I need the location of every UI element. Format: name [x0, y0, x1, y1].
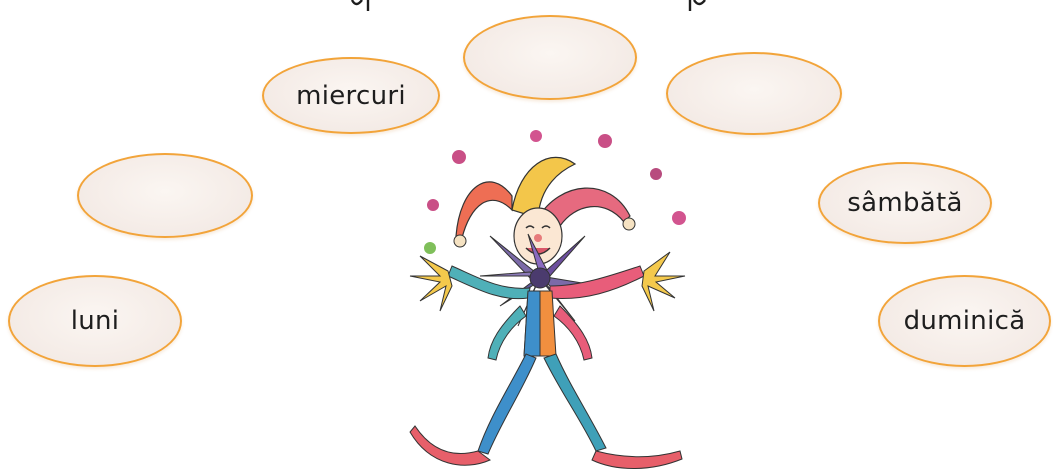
cropped-heading-remnant [0, 0, 1053, 12]
jester-illustration [400, 126, 700, 476]
day-oval-blank-3[interactable] [666, 52, 842, 135]
day-oval-miercuri: miercuri [262, 57, 440, 134]
jester-body [488, 291, 592, 360]
jester-legs [410, 354, 682, 469]
day-oval-blank-2[interactable] [463, 15, 637, 100]
day-oval-blank-1[interactable] [77, 153, 253, 238]
day-oval-duminica: duminică [878, 275, 1051, 367]
day-label-miercuri: miercuri [296, 81, 406, 111]
day-oval-luni: luni [8, 275, 182, 367]
day-label-luni: luni [71, 306, 120, 336]
day-oval-sambata: sâmbătă [818, 162, 992, 244]
day-label-duminica: duminică [904, 306, 1026, 336]
day-label-sambata: sâmbătă [847, 188, 962, 218]
